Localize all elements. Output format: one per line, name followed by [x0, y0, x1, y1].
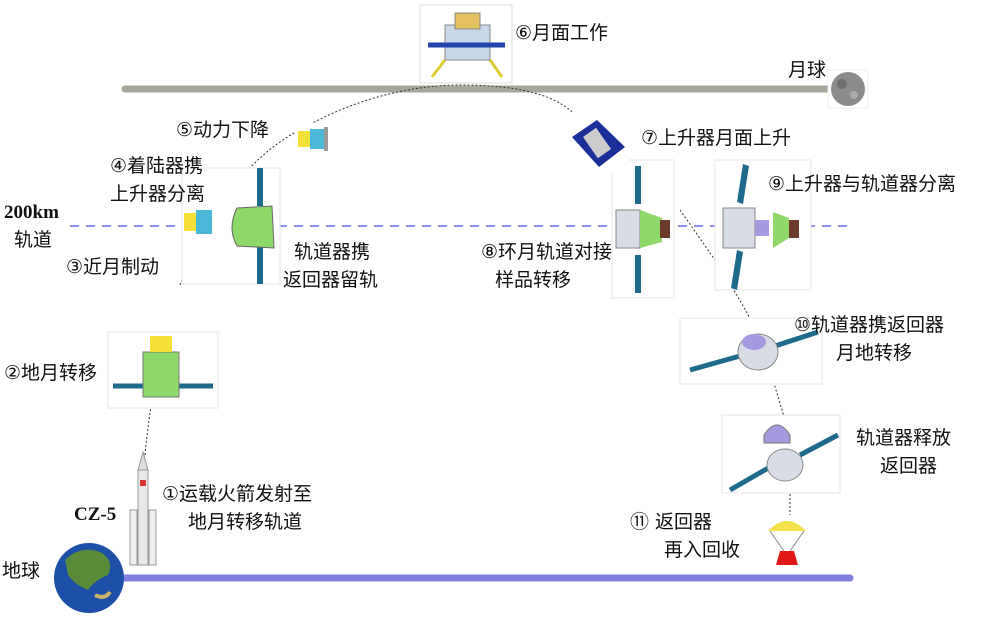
step4-label-line1: ④着陆器携 — [110, 155, 204, 177]
release-label-line2: 返回器 — [880, 455, 938, 477]
step2-label: ②地月转移 — [4, 362, 98, 384]
transfer-orbit-icon — [107, 331, 219, 409]
reentry-capsule-parachute-icon — [764, 515, 810, 569]
step3-label: ③近月制动 — [66, 256, 160, 278]
step8-label-line1: ⑧环月轨道对接 — [481, 241, 613, 263]
step11-label-line2: 再入回收 — [664, 539, 741, 561]
orbit-altitude-label: 200km — [4, 202, 59, 223]
step1-label-line1: ①运载火箭发射至 — [162, 483, 313, 505]
orbit-label: 轨道 — [14, 229, 53, 251]
orbiter-stay-label-line2: 返回器留轨 — [283, 269, 379, 291]
powered-descent-icon — [295, 123, 333, 155]
moon-label: 月球 — [788, 59, 827, 81]
docking-icon — [611, 159, 675, 299]
step6-label: ⑥月面工作 — [515, 22, 609, 44]
step9-label: ⑨上升器与轨道器分离 — [768, 173, 957, 195]
earth-icon — [54, 543, 124, 613]
trajectory-path — [144, 84, 791, 520]
orbiter-stay-label-line1: 轨道器携 — [294, 241, 371, 263]
earth-transfer-icon — [679, 317, 823, 385]
release-label-line1: 轨道器释放 — [856, 427, 952, 449]
step8-label-line2: 样品转移 — [495, 269, 572, 291]
step7-label: ⑦上升器月面上升 — [641, 127, 792, 149]
ascender-liftoff-icon — [567, 112, 629, 174]
step11-label-line1: ⑪ 返回器 — [630, 511, 713, 533]
rocket-icon — [129, 450, 157, 566]
rocket-label: CZ-5 — [74, 504, 117, 525]
ascender-separation-icon — [714, 159, 812, 291]
step10-label-line1: ⑩轨道器携返回器 — [794, 314, 945, 336]
step10-label-line2: 月地转移 — [836, 342, 913, 364]
step5-label: ⑤动力下降 — [176, 119, 270, 141]
lander-on-moon-icon — [419, 4, 513, 84]
lander-separation-icon — [181, 167, 281, 285]
moon-icon — [827, 69, 869, 109]
capsule-release-icon — [721, 414, 841, 494]
step1-label-line2: 地月转移轨道 — [188, 511, 303, 533]
step4-label-line2: 上升器分离 — [110, 183, 206, 205]
earth-label: 地球 — [2, 560, 41, 582]
